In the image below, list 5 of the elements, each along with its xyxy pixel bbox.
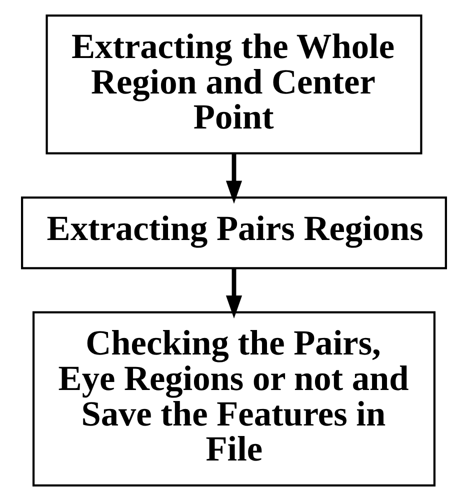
node-box: Extracting the Whole Region and Center Point bbox=[45, 14, 422, 154]
node-box: Checking the Pairs, Eye Regions or not and Save the Features in File bbox=[32, 311, 436, 486]
arrow bbox=[225, 154, 242, 204]
arrow bbox=[225, 268, 242, 319]
node-box: Extracting Pairs Regions bbox=[20, 196, 446, 270]
